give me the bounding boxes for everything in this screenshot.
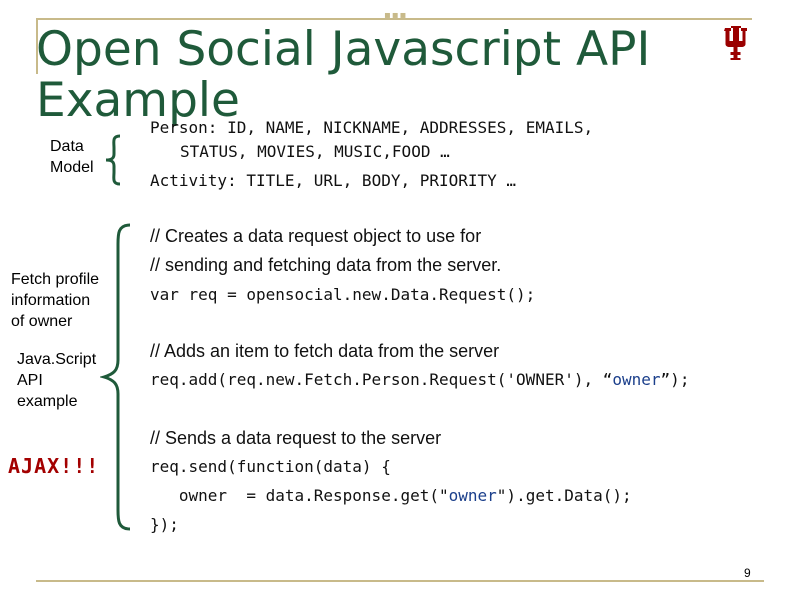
data-model-label: Data Model	[50, 138, 94, 176]
activity-fields: TITLE, URL, BODY, PRIORITY …	[236, 171, 517, 190]
person-fields: ID, NAME, NICKNAME, ADDRESSES, EMAILS,	[217, 118, 594, 137]
code-line-new-request: var req = opensocial.new.Data.Request();	[150, 285, 536, 304]
left-frame-line	[36, 18, 38, 74]
comment-create-request-2: // sending and fetching data from the se…	[150, 255, 502, 275]
person-key: Person:	[150, 118, 218, 137]
title-line-2: Example	[36, 73, 240, 128]
fetch-profile-label: Fetch profile information of owner	[11, 271, 100, 330]
page-number: 9	[744, 566, 751, 580]
title-line-1: Open Social Javascript API	[36, 22, 651, 77]
indiana-university-trident-icon	[724, 26, 747, 60]
person-line: Person: ID, NAME, NICKNAME, ADDRESSES, E…	[150, 118, 593, 137]
activity-line: Activity: TITLE, URL, BODY, PRIORITY …	[150, 171, 516, 190]
code-brace-icon	[100, 223, 131, 531]
data-model-brace-icon	[105, 134, 121, 186]
top-frame-line	[36, 18, 752, 20]
activity-key: Activity:	[150, 171, 237, 190]
owner-string-2: owner	[448, 486, 497, 505]
comment-add-item: // Adds an item to fetch data from the s…	[150, 341, 500, 361]
code-line-send: req.send(function(data) {	[150, 457, 391, 476]
owner-string: owner	[612, 370, 661, 389]
code-line-add: req.add(req.new.Fetch.Person.Request('OW…	[150, 370, 690, 389]
ajax-label: AJAX!!!	[8, 454, 100, 478]
javascript-api-label: Java.Script API example	[17, 351, 97, 410]
slide-title: Open Social Javascript API Example	[36, 24, 650, 126]
code-line-close: });	[150, 515, 179, 534]
comment-create-request-1: // Creates a data request object to use …	[150, 226, 482, 246]
code-line-owner: owner = data.Response.get("owner").get.D…	[150, 486, 632, 505]
top-center-dots: ▪▪▪	[384, 10, 408, 21]
comment-send-request: // Sends a data request to the server	[150, 428, 442, 448]
bottom-frame-line	[36, 580, 764, 582]
person-fields-continued: STATUS, MOVIES, MUSIC,FOOD …	[180, 142, 450, 161]
